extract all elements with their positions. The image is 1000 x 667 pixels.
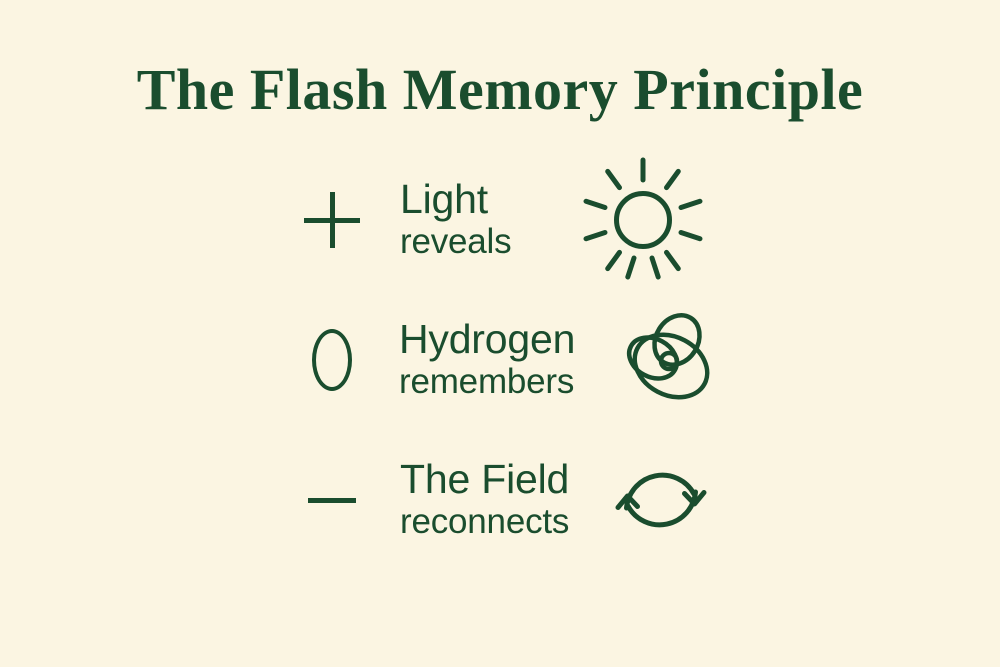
principle-list: + Light reveals bbox=[0, 150, 1000, 570]
list-item-line2: reveals bbox=[400, 222, 512, 262]
list-item: + Light reveals bbox=[0, 150, 1000, 290]
list-item-text: The Field reconnects bbox=[400, 430, 569, 570]
zero-icon bbox=[312, 329, 352, 391]
symbol-plus: + bbox=[296, 150, 368, 290]
list-item-line1: Light bbox=[400, 176, 488, 223]
plus-icon bbox=[304, 192, 360, 248]
list-item-line2: remembers bbox=[399, 362, 575, 402]
list-item-line1: Hydrogen bbox=[399, 316, 576, 363]
list-item: — The Field reconnects bbox=[0, 430, 1000, 570]
list-item-line1: The Field bbox=[400, 456, 570, 503]
list-item: 0 Hydrogen remembers bbox=[0, 290, 1000, 430]
atom-icon bbox=[596, 290, 746, 430]
list-item-line2: reconnects bbox=[400, 502, 570, 542]
minus-icon bbox=[308, 497, 356, 503]
symbol-zero: 0 bbox=[296, 290, 368, 430]
refresh-cycle-icon bbox=[586, 430, 736, 570]
list-item-text: Light reveals bbox=[400, 150, 512, 290]
symbol-minus: — bbox=[296, 430, 368, 570]
page-title: The Flash Memory Principle bbox=[136, 57, 864, 122]
sun-icon bbox=[568, 150, 718, 290]
list-item-text: Hydrogen remembers bbox=[399, 290, 575, 430]
